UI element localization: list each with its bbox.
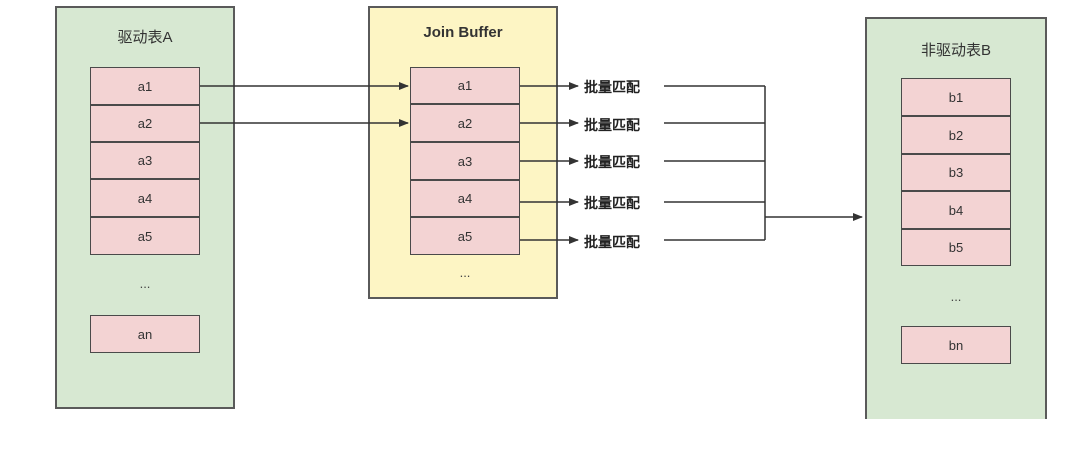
- buffer-row-a1: a1: [410, 67, 520, 104]
- driving-row-a3: a3: [90, 142, 200, 179]
- buffer-row-a3: a3: [410, 142, 520, 180]
- driven-row-b2: b2: [901, 116, 1011, 154]
- driving-ellipsis: ...: [139, 276, 151, 291]
- buffer-row-a4: a4: [410, 180, 520, 217]
- driven-row-bn: bn: [901, 326, 1011, 364]
- driven-row-b4: b4: [901, 191, 1011, 229]
- driving-row-a1: a1: [90, 67, 200, 105]
- driven-row-b5: b5: [901, 229, 1011, 266]
- driving-row-a5: a5: [90, 217, 200, 255]
- join-buffer-title: Join Buffer: [423, 24, 503, 41]
- driven-ellipsis: ...: [950, 289, 962, 304]
- driving-row-a4: a4: [90, 179, 200, 217]
- buffer-ellipsis: ...: [459, 265, 471, 280]
- batch-match-label-1: 批量匹配: [584, 80, 640, 96]
- driven-row-b1: b1: [901, 78, 1011, 116]
- driving-row-a2: a2: [90, 105, 200, 142]
- batch-match-label-3: 批量匹配: [584, 155, 640, 171]
- batch-match-label-5: 批量匹配: [584, 235, 640, 251]
- buffer-row-a2: a2: [410, 104, 520, 142]
- buffer-row-a5: a5: [410, 217, 520, 255]
- driven-table-title: 非驱动表B: [920, 42, 991, 59]
- batch-match-label-4: 批量匹配: [584, 196, 640, 212]
- driven-row-b3: b3: [901, 154, 1011, 191]
- driving-table-title: 驱动表A: [117, 29, 173, 46]
- batch-match-label-2: 批量匹配: [584, 118, 640, 134]
- driving-row-an: an: [90, 315, 200, 353]
